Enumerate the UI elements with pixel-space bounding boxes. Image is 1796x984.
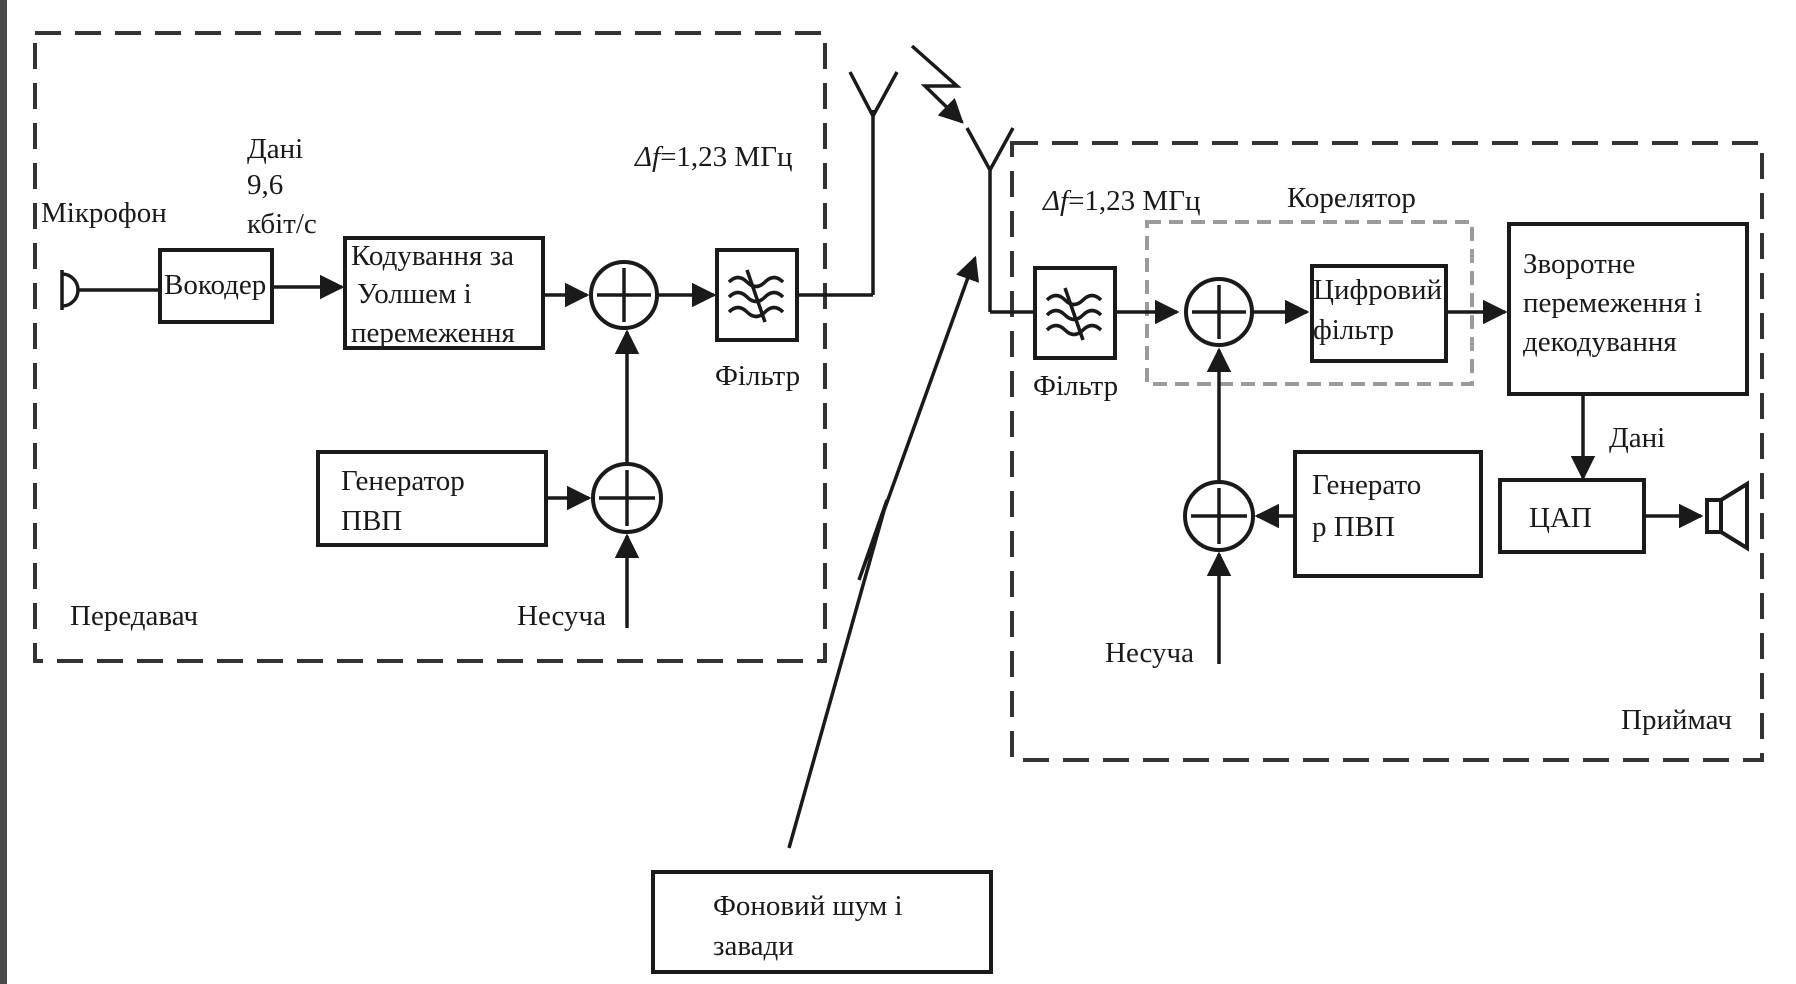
carrier-rx-label: Несуча [1105, 637, 1194, 669]
pn-generator-rx-label-line1: Генерато [1312, 469, 1421, 501]
pn-generator-tx-label-line2: ПВП [341, 505, 402, 537]
summer-tx-1-icon [589, 260, 659, 330]
bandpass-filter-rx-icon [1033, 266, 1117, 360]
bandwidth-tx-value: =1,23 МГц [660, 141, 792, 173]
deinterleave-label-line1: Зворотне [1523, 248, 1635, 280]
pn-generator-rx-label-line2: р ПВП [1312, 511, 1395, 543]
dac-block [1498, 478, 1646, 554]
carrier-tx-label: Несуча [517, 600, 606, 632]
tx-antenna-icon [848, 71, 899, 120]
correlator-boundary [1145, 220, 1474, 386]
bandpass-filter-tx-icon [715, 248, 799, 342]
digital-filter-block [1310, 264, 1448, 363]
filter-tx-label: Фільтр [715, 360, 800, 392]
summer-rx-2-icon [1183, 480, 1255, 552]
noise-label-line1: Фоновий шум і [713, 890, 903, 922]
walsh-coding-label-line3: перемеження [351, 317, 515, 349]
walsh-coding-block [343, 236, 545, 350]
vocoder-label: Вокодер [164, 269, 266, 301]
transmitter-boundary [33, 31, 827, 663]
noise-arrow [787, 255, 980, 849]
summer-tx-2-icon [591, 462, 663, 534]
receiver-boundary [1010, 141, 1764, 762]
diagram-panel: Мікрофон Дані 9,6 кбіт/с Вокодер Кодуван… [7, 0, 1796, 984]
block-diagram: Мікрофон Дані 9,6 кбіт/с Вокодер Кодуван… [33, 31, 1764, 974]
correlator-label: Корелятор [1287, 182, 1416, 214]
data-rate-label-line3: кбіт/с [247, 208, 317, 240]
noise-block [651, 870, 993, 974]
radio-link-arrow [910, 44, 964, 124]
deinterleave-label-line3: декодування [1523, 326, 1677, 358]
digital-filter-label-line2: фільтр [1313, 314, 1394, 346]
bandwidth-rx-label: Δf=1,23 МГц [1042, 185, 1201, 217]
deinterleave-label-line2: перемеження і [1523, 287, 1702, 319]
bandwidth-rx-symbol: Δf [1042, 185, 1072, 217]
data-rx-label: Дані [1609, 422, 1665, 454]
bandwidth-tx-label: Δf=1,23 МГц [634, 141, 793, 173]
rx-antenna-icon [965, 127, 1015, 174]
microphone-icon [60, 270, 80, 310]
microphone-label: Мікрофон [41, 197, 167, 229]
dac-label: ЦАП [1529, 502, 1592, 534]
vocoder-block [158, 248, 274, 324]
digital-filter-label-line1: Цифровий [1313, 274, 1442, 306]
data-rate-label-line2: 9,6 [247, 169, 283, 201]
deinterleave-decoding-block [1507, 222, 1749, 396]
data-rate-label-line1: Дані [247, 133, 303, 165]
pn-generator-tx-label-line1: Генератор [341, 465, 465, 497]
speaker-icon [1705, 480, 1749, 552]
walsh-coding-label-line2: Уолшем і [357, 278, 472, 310]
summer-rx-1-icon [1184, 277, 1254, 347]
bandwidth-rx-value: =1,23 МГц [1068, 185, 1200, 217]
pn-generator-rx-block [1293, 450, 1483, 578]
walsh-coding-label-line1: Кодування за [351, 240, 514, 272]
pn-generator-tx-block [316, 450, 548, 547]
noise-label-line2: завади [713, 930, 794, 962]
bandwidth-tx-symbol: Δf [634, 141, 664, 173]
transmitter-label: Передавач [70, 600, 198, 632]
filter-rx-label: Фільтр [1033, 370, 1118, 402]
receiver-label: Приймач [1621, 704, 1732, 736]
